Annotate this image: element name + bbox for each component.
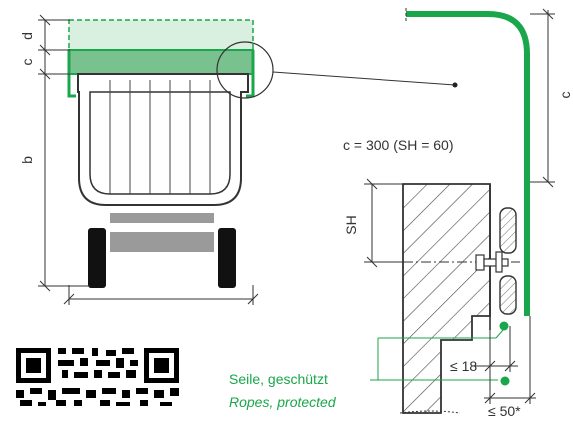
right-dimension-c — [530, 8, 555, 188]
detail-leader-dot — [452, 82, 458, 88]
wall-section — [399, 183, 491, 414]
wheel-right — [218, 228, 236, 288]
chassis-bar-upper — [110, 213, 214, 223]
chassis-bar-lower — [110, 232, 214, 252]
label-d: d — [19, 32, 35, 40]
dimension-sh — [364, 178, 403, 268]
rope-guides — [403, 207, 520, 315]
rope-guide-upper — [499, 207, 517, 254]
cover-lip-right — [246, 50, 255, 98]
rope-label-de: Seile, geschützt — [229, 371, 328, 387]
formula-label: c = 300 (SH = 60) — [343, 137, 454, 153]
dimension-50 — [484, 316, 536, 404]
label-c-left: c — [19, 59, 35, 66]
cover-profile — [405, 8, 530, 316]
rope-label-en: Ropes, protected — [229, 394, 337, 410]
cover-profile-green — [406, 11, 530, 316]
qr-code-icon — [16, 348, 179, 406]
cover-lip-left — [67, 50, 76, 98]
label-c-right: c — [557, 92, 573, 99]
bolt-head — [475, 254, 485, 271]
rope-dot-upper — [499, 321, 509, 331]
label-18: ≤ 18 — [450, 358, 477, 374]
wheel-left — [88, 228, 106, 288]
container-inner — [89, 91, 231, 195]
label-50: ≤ 50* — [488, 403, 521, 419]
detail-circle — [216, 41, 274, 99]
cover-extension-dashed — [68, 19, 254, 51]
vehicle-front-view — [67, 19, 458, 288]
rope-leader — [370, 329, 504, 381]
container-slats — [109, 80, 211, 194]
label-sh: SH — [343, 215, 359, 234]
label-b: b — [19, 156, 35, 164]
bolt-nut — [495, 251, 503, 273]
cover-solid — [68, 49, 254, 75]
dimension-18 — [475, 316, 518, 372]
rope-guide-lower — [499, 275, 517, 315]
wall-hatched — [402, 183, 491, 414]
detail-leader — [272, 71, 456, 86]
left-dimensions — [38, 14, 259, 305]
rope-dot-lower — [500, 376, 510, 386]
wall-bottom-edge — [399, 410, 461, 414]
